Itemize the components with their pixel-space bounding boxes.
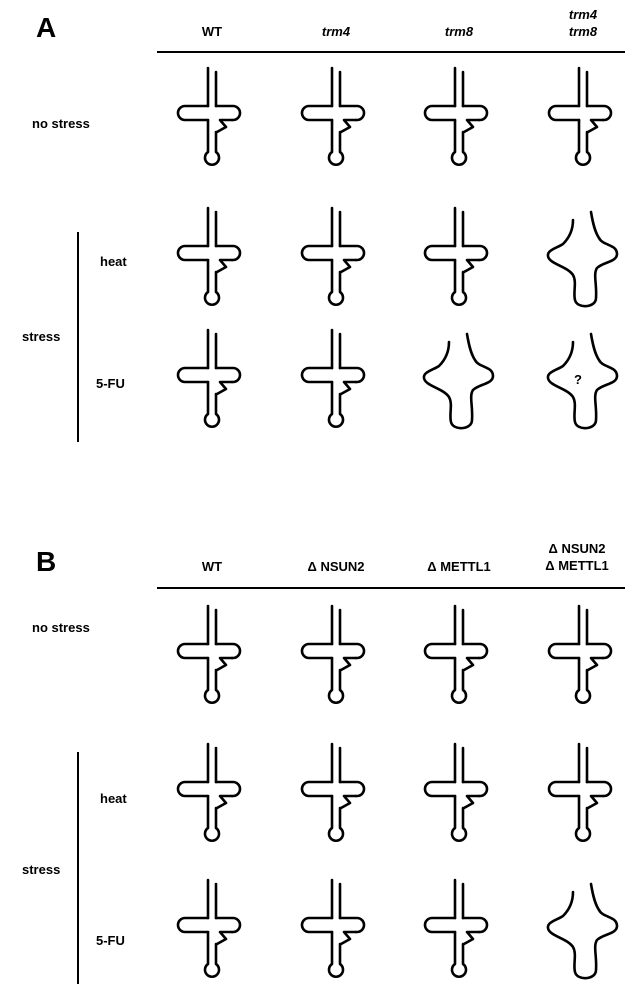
column-header-wt: WT	[201, 559, 223, 574]
row-label-heat: heat	[100, 791, 127, 806]
stress-bracket	[77, 232, 79, 442]
trna-folded-icon	[176, 604, 242, 705]
trna-folded-icon	[547, 66, 613, 167]
trna-folded-icon	[176, 328, 242, 429]
row-label-no-stress: no stress	[32, 116, 90, 131]
trna-degraded-icon	[546, 882, 619, 980]
trna-folded-icon	[176, 66, 242, 167]
header-rule	[157, 587, 625, 589]
trna-degraded-icon	[422, 332, 495, 430]
trna-degraded-icon	[546, 210, 619, 308]
trna-folded-icon	[423, 206, 489, 307]
trna-folded-icon	[423, 604, 489, 705]
trna-folded-icon	[300, 878, 366, 979]
trna-folded-icon	[423, 66, 489, 167]
trna-folded-icon	[300, 328, 366, 429]
header-rule	[157, 51, 625, 53]
trna-folded-icon	[300, 742, 366, 843]
group-label-stress: stress	[22, 862, 61, 877]
column-header-mettl1: Δ METTL1	[427, 559, 491, 574]
panel-letter: B	[36, 546, 57, 577]
trna-folded-icon	[176, 742, 242, 843]
trna-folded-icon	[423, 742, 489, 843]
trna-folded-icon	[176, 206, 242, 307]
trna-folded-icon	[547, 604, 613, 705]
trna-folded-icon	[300, 604, 366, 705]
trna-folded-icon	[176, 878, 242, 979]
trna-degraded-icon	[546, 332, 619, 430]
trna-folded-icon	[300, 66, 366, 167]
stress-bracket	[77, 752, 79, 984]
column-header-nsun2: Δ NSUN2	[307, 559, 365, 574]
column-header-wt: WT	[201, 24, 223, 39]
trna-folded-icon	[547, 742, 613, 843]
row-label-heat: heat	[100, 254, 127, 269]
column-header-trm4: trm4	[321, 24, 351, 39]
trna-folded-icon	[300, 206, 366, 307]
trna-folded-icon	[423, 878, 489, 979]
row-label-5fu: 5-FU	[96, 933, 125, 948]
row-label-5fu: 5-FU	[96, 376, 125, 391]
panel-letter: A	[36, 12, 57, 43]
column-header-trm8: trm8	[444, 24, 474, 39]
row-label-no-stress: no stress	[32, 620, 90, 635]
question-mark: ?	[574, 372, 582, 387]
group-label-stress: stress	[22, 329, 61, 344]
